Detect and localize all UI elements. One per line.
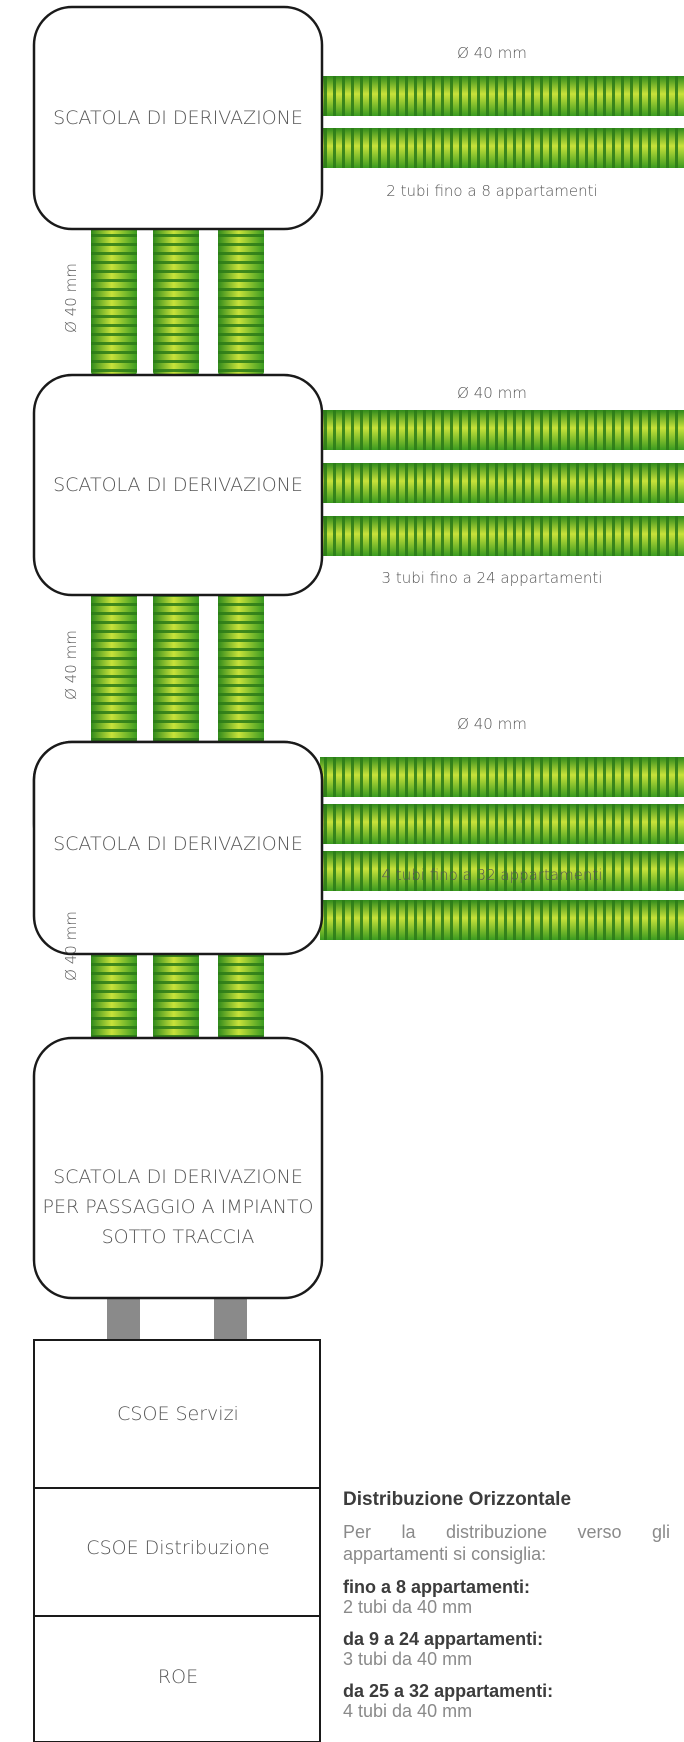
horizontal-tubes-3: [320, 757, 684, 940]
cabinet-distribuzione: [33, 1487, 321, 1617]
tube-caption: 4 tubi fino a 32 appartamenti: [382, 866, 603, 884]
recommendation-head: da 25 a 32 appartamenti:: [343, 1681, 554, 1701]
vertical-diameter-label: Ø 40 mm: [62, 263, 80, 333]
junction-box-label: SCATOLA DI DERIVAZIONE: [53, 1166, 303, 1188]
junction-box-4: SCATOLA DI DERIVAZIONE PER PASSAGGIO A I…: [32, 1036, 324, 1300]
recommendation-body: 4 tubi da 40 mm: [343, 1701, 473, 1721]
vertical-tubes-2: [91, 587, 264, 742]
info-intro-line2: appartamenti si consiglia:: [343, 1544, 547, 1564]
recommendation-head: fino a 8 appartamenti:: [343, 1577, 531, 1597]
junction-box-3: SCATOLA DI DERIVAZIONE: [32, 740, 324, 956]
info-title: Distribuzione Orizzontale: [343, 1489, 572, 1510]
horizontal-tubes-1: [320, 76, 684, 168]
junction-box-label: PER PASSAGGIO A IMPIANTO: [43, 1196, 314, 1218]
connector: [214, 1298, 247, 1340]
junction-box-label: SCATOLA DI DERIVAZIONE: [53, 833, 303, 855]
cabinet-roe: [33, 1615, 321, 1742]
recommendation-body: 3 tubi da 40 mm: [343, 1649, 473, 1669]
vertical-diameter-label: Ø 40 mm: [62, 630, 80, 700]
info-panel: Distribuzione Orizzontale Per la distrib…: [343, 1489, 670, 1733]
cabinet-label: CSOE Servizi: [117, 1403, 239, 1425]
junction-box-2: SCATOLA DI DERIVAZIONE: [32, 373, 324, 597]
cabinet-label: ROE: [158, 1666, 198, 1688]
vertical-tubes-1: [91, 220, 264, 375]
cabinet: CSOE Servizi CSOE Distribuzione ROE: [33, 1339, 321, 1742]
junction-box-1: SCATOLA DI DERIVAZIONE: [32, 5, 324, 231]
junction-box-label: SCATOLA DI DERIVAZIONE: [53, 474, 303, 496]
cabinet-label: CSOE Distribuzione: [86, 1537, 269, 1559]
vertical-diameter-label: Ø 40 mm: [62, 911, 80, 981]
recommendation-item: da 9 a 24 appartamenti: 3 tubi da 40 mm: [343, 1629, 670, 1669]
info-intro-line1: Per la distribuzione verso gli: [343, 1522, 670, 1542]
tube-diameter-label: Ø 40 mm: [457, 384, 527, 402]
recommendation-body: 2 tubi da 40 mm: [343, 1597, 473, 1617]
tube-caption: 2 tubi fino a 8 appartamenti: [386, 182, 597, 200]
cabinet-servizi: [33, 1339, 321, 1489]
recommendation-item: fino a 8 appartamenti: 2 tubi da 40 mm: [343, 1577, 670, 1617]
recommendation-head: da 9 a 24 appartamenti:: [343, 1629, 544, 1649]
tube-diameter-label: Ø 40 mm: [457, 715, 527, 733]
tube-caption: 3 tubi fino a 24 appartamenti: [382, 569, 603, 587]
connector: [107, 1298, 140, 1340]
recommendation-item: da 25 a 32 appartamenti: 4 tubi da 40 mm: [343, 1681, 670, 1721]
connectors: [107, 1298, 247, 1340]
horizontal-tubes-2: [320, 410, 684, 556]
junction-box-label: SCATOLA DI DERIVAZIONE: [53, 107, 303, 129]
tube-diameter-label: Ø 40 mm: [457, 44, 527, 62]
junction-box-label: SOTTO TRACCIA: [102, 1226, 255, 1248]
